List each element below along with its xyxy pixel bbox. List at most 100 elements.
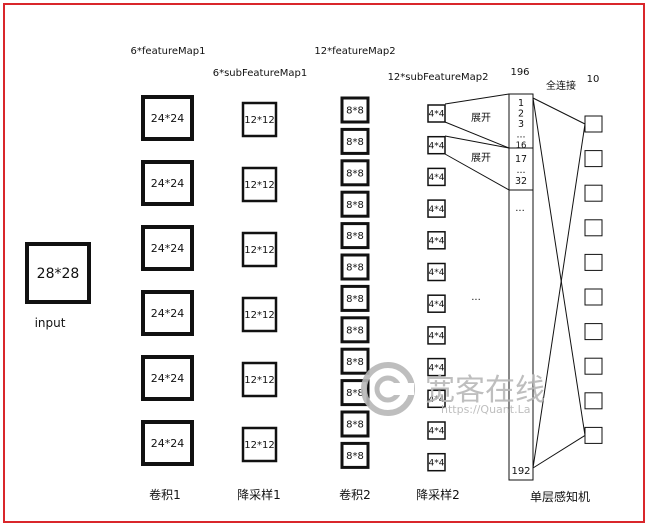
pool2-map-label: 4*4 (429, 395, 445, 405)
fc-line (532, 123, 586, 469)
expand-line-2a (444, 135, 510, 149)
flatten-entry: 17 (515, 154, 527, 165)
pool1-map-label: 12*12 (244, 245, 274, 256)
flatten-entry: 32 (515, 176, 527, 187)
pool2-map-label: 4*4 (429, 300, 445, 310)
pool2-map-box (427, 262, 446, 282)
conv2-map-box (340, 96, 370, 124)
conv2-map-label: 8*8 (346, 263, 364, 274)
pool2-map-box (427, 167, 446, 187)
output-header: 10 (587, 74, 600, 85)
conv2-map-label: 8*8 (346, 294, 364, 305)
conv1-map-box (141, 225, 194, 271)
pool1-map-label: 12*12 (244, 180, 274, 191)
pool2-map-label: 4*4 (429, 268, 445, 278)
conv2-map-label: 8*8 (346, 168, 364, 179)
conv2-map-box (340, 127, 370, 155)
conv2-map-label: 8*8 (346, 420, 364, 431)
pool2-map-box (427, 421, 446, 440)
expand-line-1a (444, 93, 510, 105)
conv1-header: 6*featureMap1 (131, 46, 206, 57)
watermark-url: https://Quant.La (441, 403, 530, 416)
conv2-header: 12*featureMap2 (314, 46, 395, 57)
conv1-caption: 卷积1 (149, 487, 181, 502)
expand-line-1b (444, 121, 510, 149)
pool1-map-box (241, 426, 278, 463)
pool1-map-box (241, 166, 278, 203)
output-neuron (584, 426, 603, 444)
conv2-map-label: 8*8 (346, 357, 364, 368)
flatten-entry: 1 (518, 98, 524, 109)
watermark-logo-gap (394, 383, 414, 395)
flatten-last-entry: 192 (511, 466, 530, 477)
flatten-header: 196 (510, 67, 529, 78)
output-neurons (584, 115, 603, 444)
pool2-map-label: 4*4 (429, 141, 445, 151)
flatten-entry: 16 (516, 141, 527, 151)
output-neuron (584, 115, 603, 133)
pool2-map-box (427, 104, 446, 123)
conv2-map-box (340, 284, 370, 312)
pool2-map-box (427, 135, 446, 155)
expand-label-2: 展开 (471, 152, 491, 164)
pool1-map-box (241, 296, 278, 333)
conv2-map-box (340, 253, 370, 281)
fc-line (532, 434, 586, 469)
conv2-map-label: 8*8 (346, 137, 364, 148)
pool1-map-label: 12*12 (244, 310, 274, 321)
output-neuron (584, 392, 603, 410)
pool2-map-box (427, 357, 446, 377)
input-caption: input (35, 316, 66, 330)
conv1-map-label: 24*24 (151, 372, 185, 385)
flatten-entries-1: 123...16 (516, 98, 527, 151)
output-neuron (584, 184, 603, 202)
flatten-entry: ... (516, 130, 525, 141)
conv1-map-box (141, 290, 194, 336)
conv2-map-box (340, 222, 370, 250)
output-neuron (584, 323, 603, 341)
conv1-map-label: 24*24 (151, 437, 185, 450)
perceptron-caption: 单层感知机 (530, 489, 590, 504)
watermark: 宽客在线 https://Quant.La (361, 362, 545, 416)
red-border-frame (3, 3, 645, 523)
conv1-map-box (141, 355, 194, 401)
flatten-vector (508, 93, 534, 481)
conv2-caption: 卷积2 (339, 487, 371, 502)
conv2-map-box (340, 410, 370, 438)
conv2-map-label: 8*8 (346, 106, 364, 117)
conv1-map-label: 24*24 (151, 112, 185, 125)
pool2-caption: 降采样2 (416, 487, 460, 502)
watermark-text: 宽客在线 (425, 373, 545, 408)
flatten-mid-ellipsis: ... (515, 203, 525, 214)
pool2-map-label: 4*4 (429, 173, 445, 183)
conv1-map-label: 24*24 (151, 177, 185, 190)
conv1-map-label: 24*24 (151, 307, 185, 320)
conv2-map-label: 8*8 (346, 231, 364, 242)
pool1-map-box (241, 361, 278, 398)
fully-connected-label: 全连接 (546, 79, 576, 92)
output-neuron (584, 253, 603, 271)
conv2-map-box (340, 159, 370, 187)
pool2-map-label: 4*4 (429, 363, 445, 373)
flatten-entry: ... (516, 165, 525, 176)
conv2-map-box (340, 190, 370, 218)
pool1-map-label: 12*12 (244, 440, 274, 451)
conv1-map-box (141, 95, 194, 141)
pool1-map-box (241, 101, 278, 138)
input-label: 28*28 (37, 266, 80, 282)
conv2-map-box (340, 347, 370, 375)
conv2-map-label: 8*8 (346, 325, 364, 336)
conv2-map-label: 8*8 (346, 388, 364, 399)
pool2-map-label: 4*4 (429, 332, 445, 342)
input-box (25, 242, 91, 304)
conv1-map-label: 24*24 (151, 242, 185, 255)
conv2-map-box (340, 441, 370, 469)
conv2-feature-maps: 8*88*88*88*88*88*88*88*88*88*88*88*8 (340, 96, 370, 469)
output-neuron (584, 288, 603, 306)
conv1-map-box (141, 160, 194, 206)
pool2-map-label: 4*4 (429, 427, 445, 437)
pool2-map-box (427, 389, 446, 409)
flatten-entries-2: 17...32 (515, 154, 527, 187)
